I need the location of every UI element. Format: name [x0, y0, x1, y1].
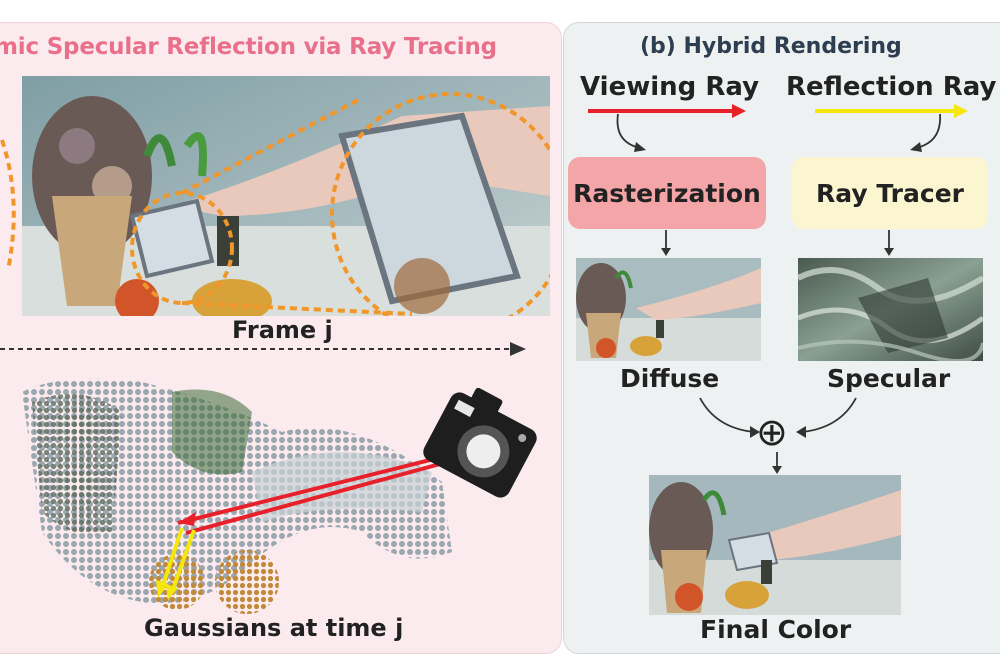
diffuse-label: Diffuse — [620, 364, 720, 393]
left-panel-title: mic Specular Reflection via Ray Tracing — [0, 34, 497, 60]
frame-j-image — [22, 76, 550, 316]
ray-tracer-box: Ray Tracer — [792, 157, 988, 229]
diffuse-image — [576, 258, 761, 361]
viewing-ray-label: Viewing Ray — [580, 72, 760, 102]
right-panel-title: (b) Hybrid Rendering — [640, 34, 902, 59]
final-color-label: Final Color — [700, 615, 852, 644]
frame-j-label: Frame j — [232, 316, 333, 344]
specular-label: Specular — [827, 364, 951, 393]
reflection-ray-label: Reflection Ray — [786, 72, 997, 102]
camera-icon — [423, 387, 537, 498]
gaussians-label: Gaussians at time j — [144, 614, 404, 642]
final-color-image — [649, 475, 901, 615]
timeline-arrow — [0, 342, 526, 356]
plus-icon: ⊕ — [756, 410, 788, 454]
camera-ray-diagram — [156, 387, 537, 600]
specular-image — [798, 258, 983, 361]
rasterization-box: Rasterization — [568, 157, 766, 229]
partial-zoom-circle — [0, 139, 16, 271]
